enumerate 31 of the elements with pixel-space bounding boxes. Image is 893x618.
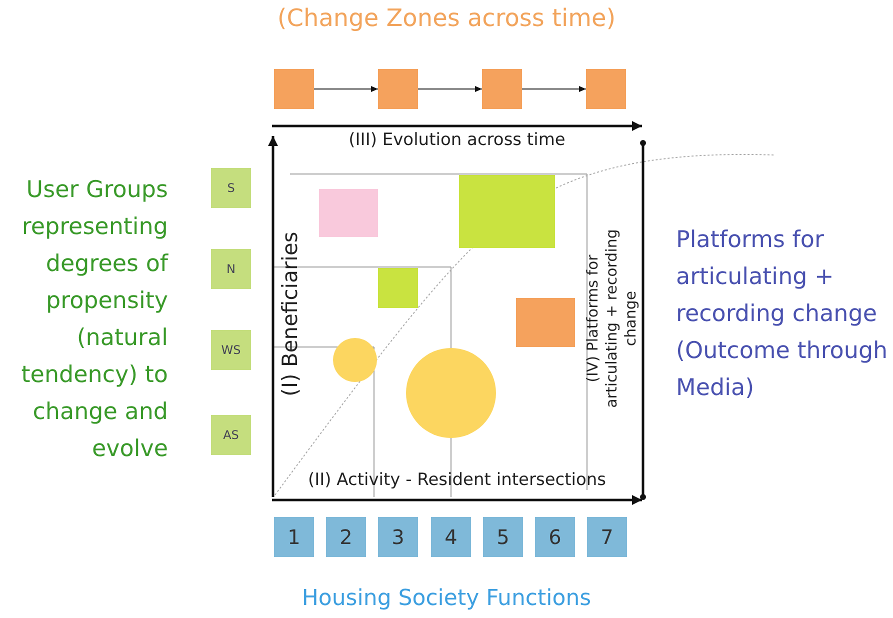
- group-box: WS: [211, 330, 251, 370]
- group-box: AS: [211, 415, 251, 455]
- arrow: [314, 86, 378, 92]
- color-box: [274, 69, 314, 109]
- function-box: 6: [535, 517, 575, 557]
- axis-label: (II) Activity - Resident intersections: [306, 470, 608, 490]
- axis-label: (III) Evolution across time: [348, 130, 566, 150]
- color-box: [378, 69, 418, 109]
- axis-label: (IV) Platforms for articulating + recording change: [584, 228, 640, 410]
- function-box: 7: [587, 517, 627, 557]
- color-circle: [333, 338, 377, 382]
- color-box: [586, 69, 626, 109]
- function-box: 3: [378, 517, 418, 557]
- color-box: [516, 298, 575, 347]
- group-box: S: [211, 168, 251, 208]
- arrow: [522, 86, 586, 92]
- group-box: N: [211, 249, 251, 289]
- function-box: 2: [326, 517, 366, 557]
- function-box: 1: [274, 517, 314, 557]
- function-box: 4: [431, 517, 471, 557]
- function-box: 5: [483, 517, 523, 557]
- color-box: [319, 189, 378, 237]
- side-note: Platforms for articulating + recording change (Outcome through Media): [676, 226, 889, 403]
- color-box: [378, 268, 418, 308]
- axis-label: (I) Beneficiaries: [278, 230, 302, 398]
- side-note: User Groups representing degrees of propensity (natural tendency) to change and evolve: [20, 176, 168, 464]
- color-box: [482, 69, 522, 109]
- color-box: [459, 175, 555, 248]
- axis-title: Housing Society Functions: [300, 586, 592, 611]
- arrow: [418, 86, 482, 92]
- title: (Change Zones across time): [276, 4, 617, 32]
